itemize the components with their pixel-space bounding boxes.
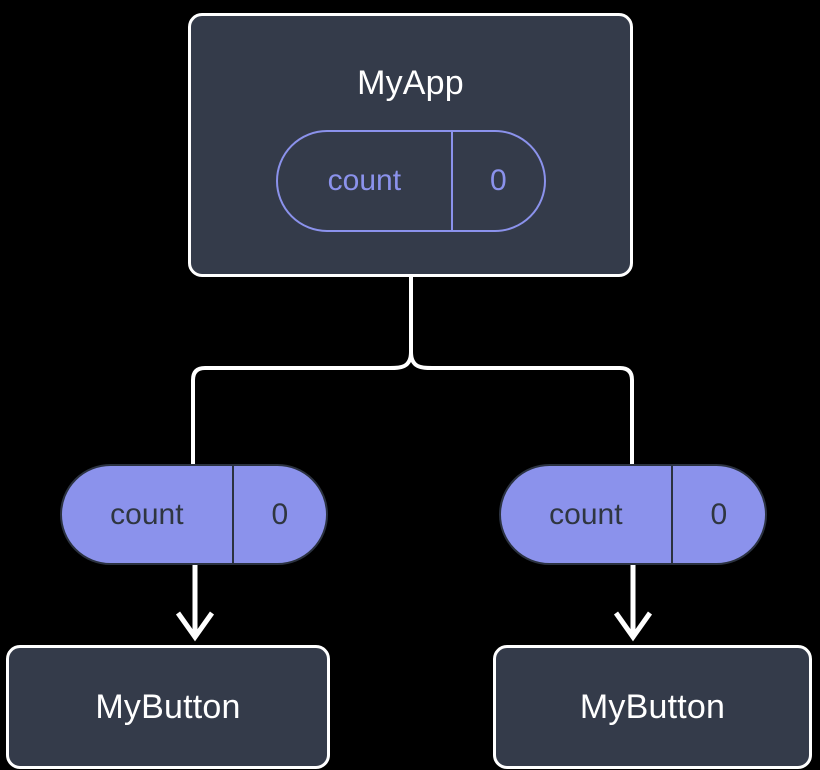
component-title-mybutton: MyButton <box>579 688 726 726</box>
component-node-mybutton-left[interactable]: MyButton <box>6 645 330 769</box>
state-pill-myapp-count[interactable]: count 0 <box>276 130 546 232</box>
component-title-mybutton: MyButton <box>95 688 241 726</box>
state-pill-value: 0 <box>490 164 507 197</box>
arrow-head-right <box>613 611 653 642</box>
prop-pill-key: count <box>501 466 673 563</box>
prop-pill-left-count[interactable]: count 0 <box>60 464 328 565</box>
prop-pill-value: 0 <box>710 497 728 531</box>
prop-pill-key: count <box>62 466 234 563</box>
prop-pill-value: 0 <box>271 497 289 531</box>
fork-wire-right <box>409 351 634 464</box>
fork-wire-left <box>191 351 413 464</box>
arrow-head-left <box>175 611 215 642</box>
prop-pill-right-count[interactable]: count 0 <box>499 464 767 565</box>
component-node-mybutton-right[interactable]: MyButton <box>493 645 812 769</box>
component-title-myapp: MyApp <box>357 64 464 102</box>
state-pill-key: count <box>278 132 453 230</box>
